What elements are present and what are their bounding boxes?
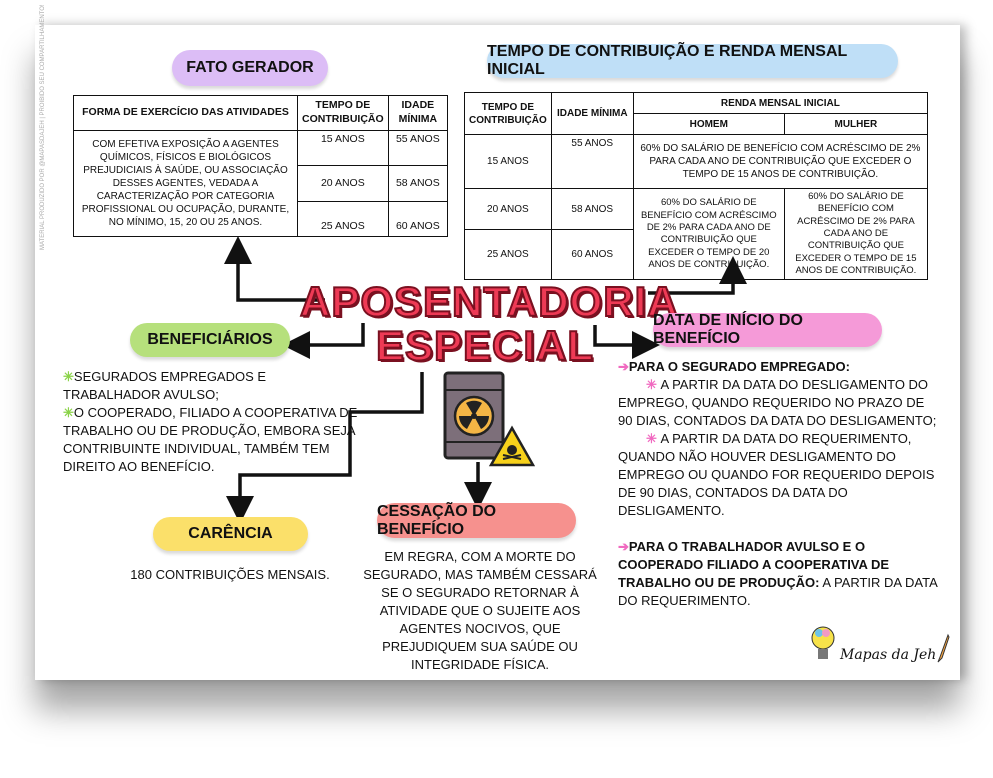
idade-cell: 55 ANOS — [550, 134, 634, 189]
bullet-star-icon: ✳ — [63, 405, 74, 420]
idade-cell: 60 ANOS — [387, 200, 449, 238]
renda-homem-cell: 60% DO SALÁRIO DE BENEFÍCIO COM ACRÉSCIM… — [632, 187, 785, 281]
header-tempo: TEMPO DE CONTRIBUIÇÃO — [464, 92, 552, 135]
header-forma: FORMA DE EXERCÍCIO DAS ATIVIDADES — [73, 95, 298, 131]
description-cell: COM EFETIVA EXPOSIÇÃO A AGENTES QUÍMICOS… — [73, 130, 298, 237]
bullet-star-icon: ✳ — [646, 431, 661, 446]
tempo-cell: 20 ANOS — [464, 188, 552, 230]
data-inicio-text: ➔PARA O SEGURADO EMPREGADO: ✳ A PARTIR D… — [618, 358, 940, 610]
tempo-renda-label: TEMPO DE CONTRIBUIÇÃO E RENDA MENSAL INI… — [487, 43, 898, 78]
main-title-line1: APOSENTADORIA — [299, 277, 679, 326]
empregado-item: ✳ A PARTIR DA DATA DO DESLIGAMENTO DO EM… — [618, 377, 937, 428]
tempo-cell: 15 ANOS — [297, 129, 389, 167]
bullet-star-icon: ✳ — [63, 369, 74, 384]
brand-logo: Mapas da Jeh — [810, 625, 950, 663]
tempo-cell: 20 ANOS — [297, 165, 389, 202]
toxic-barrel-icon — [443, 371, 535, 467]
tempo-cell: 15 ANOS — [464, 134, 552, 189]
renda-15-cell: 60% DO SALÁRIO DE BENEFÍCIO COM ACRÉSCIM… — [632, 134, 929, 189]
main-title-line2: ESPECIAL — [375, 321, 595, 370]
bullet-star-icon: ✳ — [646, 377, 661, 392]
avulso-text: A PARTIR DA DATA DO REQUERIMENTO. — [618, 575, 938, 608]
lightbulb-icon — [811, 626, 835, 659]
avulso-title: PARA O TRABALHADOR AVULSO E O COOPERADO … — [618, 539, 890, 590]
beneficiarios-label: BENEFICIÁRIOS — [130, 323, 290, 357]
beneficiarios-text: ✳SEGURADOS EMPREGADOS E TRABALHADOR AVUL… — [63, 368, 363, 476]
carencia-label: CARÊNCIA — [153, 517, 308, 551]
header-idade: IDADE MÍNIMA — [387, 95, 449, 131]
cessacao-text: EM REGRA, COM A MORTE DO SEGURADO, MAS T… — [363, 549, 597, 672]
tempo-cell: 25 ANOS — [297, 200, 389, 238]
logo-text: Mapas da Jeh — [840, 647, 937, 663]
header-homem: HOMEM — [632, 113, 785, 135]
renda-mulher-cell: 60% DO SALÁRIO DE BENEFÍCIO COM ACRÉSCIM… — [783, 187, 929, 281]
idade-cell: 58 ANOS — [387, 165, 449, 202]
idade-cell: 58 ANOS — [550, 188, 634, 230]
tempo-cell: 25 ANOS — [464, 228, 552, 281]
arrow-right-icon: ➔ — [618, 539, 629, 554]
beneficiario-item: ✳O COOPERADO, FILIADO A COOPERATIVA DE T… — [63, 405, 358, 474]
header-renda: RENDA MENSAL INICIAL — [632, 92, 929, 114]
carencia-text: 180 CONTRIBUIÇÕES MENSAIS. — [130, 567, 330, 582]
fato-gerador-label: FATO GERADOR — [172, 50, 328, 86]
pencil-icon — [937, 633, 950, 663]
header-tempo: TEMPO DE CONTRIBUIÇÃO — [297, 95, 389, 131]
empregado-title: PARA O SEGURADO EMPREGADO: — [628, 359, 850, 374]
idade-cell: 55 ANOS — [387, 129, 449, 167]
cessacao-label: CESSAÇÃO DO BENEFÍCIO — [377, 503, 576, 538]
arrow-right-icon: ➔ — [618, 359, 629, 374]
header-idade: IDADE MÍNIMA — [550, 92, 634, 135]
beneficiario-item: ✳SEGURADOS EMPREGADOS E TRABALHADOR AVUL… — [63, 369, 267, 402]
data-inicio-label: DATA DE INÍCIO DO BENEFÍCIO — [653, 312, 882, 347]
header-mulher: MULHER — [783, 113, 929, 135]
empregado-item: ✳ A PARTIR DA DATA DO REQUERIMENTO, QUAN… — [618, 431, 935, 518]
idade-cell: 60 ANOS — [550, 228, 634, 281]
